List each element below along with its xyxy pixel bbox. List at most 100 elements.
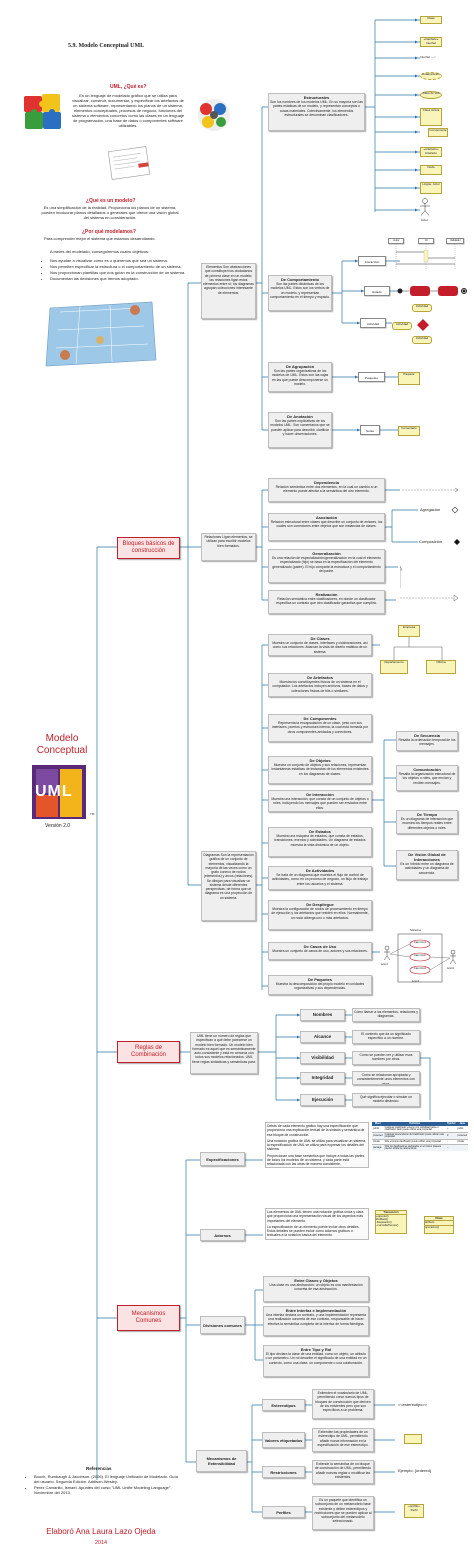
elementos-box[interactable]: Elementos Son abstracciones que constitu…: [201, 263, 256, 319]
actividad-label: Actividad: [360, 318, 386, 328]
intro-q1: UML, ¿Qué es?: [110, 84, 147, 90]
table-header: Definition: [409, 1123, 421, 1125]
div-interfaz-impl-text: Una interfaz declara un contrato, y una …: [265, 1313, 367, 1326]
asociacion-title: Asociación: [315, 515, 338, 520]
divisiones-box[interactable]: Divisiones comunes: [200, 1316, 245, 1334]
diag-casos-uso-text: Muestra un conjunto de casos de uso, act…: [272, 949, 368, 953]
dependencia-title: Dependencia: [314, 480, 339, 485]
adornos-box[interactable]: Adornos: [200, 1229, 245, 1241]
sistema-label: Sistema: [410, 928, 421, 932]
extensibilidad-box[interactable]: Mecanismos de Extensibilidad: [196, 1450, 247, 1472]
regla-nombres-desc: Cómo llamar a los elementos, relaciones …: [352, 1008, 420, 1022]
regla-visibilidad[interactable]: Visibilidad: [300, 1052, 345, 1064]
departamento-class: Departamento: [380, 660, 408, 674]
stereotype-example: <<estereotipo>>: [398, 1402, 428, 1407]
activity-node: Actividad: [412, 304, 432, 312]
profile-icon: «profile» Perfil: [404, 1504, 424, 1518]
regla-nombres[interactable]: Nombres: [300, 1009, 345, 1021]
bloques-branch[interactable]: Bloques básicos de construcción: [117, 537, 180, 559]
componente-icon: Componente: [428, 128, 448, 137]
diag-secuencia-text: Resalta la ordenación temporal de los me…: [398, 738, 456, 747]
diag-actividades-title: De Actividades: [305, 868, 335, 873]
regla-integridad[interactable]: Integridad: [300, 1072, 345, 1084]
intro-q3: ¿Por qué modelamos?: [82, 229, 136, 235]
use-case-label: Caso Uso3: [414, 967, 426, 970]
diag-casos-uso-title: De Casos de Uso: [303, 944, 337, 949]
reglas-box[interactable]: UML tiene un número de reglas que especi…: [190, 1032, 258, 1074]
div-interfaz-impl-title: Entre Interfaz e Implementación: [285, 1308, 347, 1313]
clase-icon: Clase: [420, 16, 442, 24]
seq-head: :UI: [418, 238, 434, 244]
table-header: Word: [374, 1123, 381, 1125]
intro-q2: ¿Qué es un modelo?: [86, 198, 136, 204]
goal-item: Nos ayudan a visualizar cómo es o querem…: [50, 258, 190, 263]
activity-node: Actividad: [392, 322, 412, 330]
diag-secuencia-title: De Secuencia: [413, 733, 440, 738]
actor-label: Actor3: [412, 980, 419, 983]
especificaciones-box[interactable]: Especificaciones: [200, 1152, 245, 1166]
diag-tiempo-title: De Tiempo: [416, 812, 438, 817]
diagramas-box[interactable]: Diagramas Son la representación gráfica …: [201, 851, 256, 921]
page-title: 5.9. Modelo Conceptual UML: [68, 43, 145, 49]
mecanismos-branch[interactable]: Mecanismos Comunes: [117, 1305, 180, 1331]
regla-ejecucion[interactable]: Ejecución: [300, 1094, 345, 1106]
generalizacion-title: Generalización: [312, 551, 341, 556]
ext-restricciones[interactable]: Restricciones: [262, 1466, 305, 1478]
diag-artefactos-text: Muestra los constituyentes físicos de un…: [272, 680, 368, 693]
regla-alcance[interactable]: Alcance: [300, 1031, 345, 1043]
ext-estereotipos[interactable]: Estereotipos: [262, 1399, 305, 1411]
reglas-branch[interactable]: Reglas de Combinación: [117, 1041, 180, 1063]
actor-label: Actor: [421, 218, 429, 222]
ext-valores[interactable]: Valores etiquetados: [262, 1432, 305, 1448]
paquete-icon: Paquete: [398, 372, 420, 385]
dependencia-text: Relación semántica entre dos elementos, …: [275, 485, 378, 494]
colaboracion-icon: Colaboración: [420, 72, 442, 80]
goal-item: Nos permiten especificar la estructura o…: [50, 264, 190, 269]
diag-interaccion-title: De Interacción: [306, 792, 334, 797]
class-links: [393, 637, 443, 660]
anotacion-title: De Anotación: [287, 414, 313, 419]
diag-estados-title: De Estados: [309, 829, 331, 834]
diag-comunicacion-title: Comunicación: [413, 767, 441, 772]
clase-activa-icon: Clase Activa: [420, 108, 442, 126]
estructurales-title: Estructurales: [303, 95, 330, 100]
goal-item: Nos proporcionan plantillas que nos guía…: [50, 270, 190, 275]
diag-vision-global-text: Es un híbrido entre un diagrama de activ…: [400, 862, 454, 875]
anotacion-text: Son las partes explicativas de los model…: [270, 419, 330, 436]
interfaz-lollipop-icon: Interfaz —○: [420, 55, 436, 59]
relaciones-box[interactable]: Relaciones Ligan elementos, se utilizan …: [201, 533, 256, 561]
especificaciones-desc: Detrás de cada elemento gráfico hay una …: [265, 1122, 369, 1169]
div-tipo-rol-text: El tipo declara la clase de una entidad,…: [265, 1352, 367, 1365]
actor-label: Actor1: [381, 963, 388, 966]
ext-perfiles[interactable]: Perfiles: [262, 1506, 305, 1518]
seq-head: :Autor: [388, 238, 404, 244]
regla-visibilidad-desc: Cómo se pueden ver y utilizar esos nombr…: [352, 1051, 420, 1065]
agrupacion-title: De Agrupación: [285, 364, 315, 369]
